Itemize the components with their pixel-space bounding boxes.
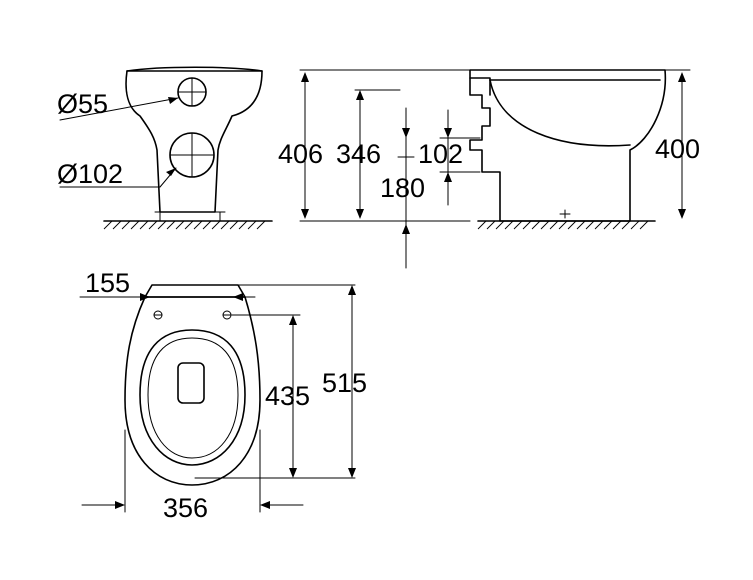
dim-seat-hole-spacing: 155 — [85, 268, 130, 298]
front-bowl-outline — [125, 70, 263, 213]
floor-hatch-line — [238, 220, 248, 230]
dim-total-height: 406 — [278, 139, 323, 169]
dim-outlet-diameter: Ø55 — [57, 89, 108, 119]
floor-hatch-line — [130, 220, 140, 230]
floor-hatch-line — [157, 220, 167, 230]
floor-hatch-line — [486, 220, 496, 230]
seat-hole-left — [153, 310, 163, 320]
floor-hatch-line — [229, 220, 239, 230]
floor-hatch-line — [513, 220, 523, 230]
floor-hatch-line — [549, 220, 559, 230]
floor-hatch-line — [139, 220, 149, 230]
floor-hatch-line — [184, 220, 194, 230]
dim-total-length: 515 — [322, 368, 367, 398]
floor-hatch-line — [567, 220, 577, 230]
floor-hatch-line — [585, 220, 595, 230]
floor-hatch-line — [621, 220, 631, 230]
floor-hatch-line — [639, 220, 649, 230]
seat-hole-right — [222, 310, 232, 320]
floor-hatch-line — [112, 220, 122, 230]
floor-hatch-line — [211, 220, 221, 230]
floor-hatch-line — [540, 220, 550, 230]
floor-hatch-line — [603, 220, 613, 230]
top-view: 155 435 515 356 — [79, 268, 367, 523]
floor-hatch-line — [202, 220, 212, 230]
floor-hatch-line — [558, 220, 568, 230]
floor-hatch-line — [193, 220, 203, 230]
side-view: 406 346 180 102 400 — [278, 69, 700, 269]
dim-drain-diameter: Ø102 — [57, 159, 123, 189]
floor-hatch-line — [522, 220, 532, 230]
floor-hatch-line — [495, 220, 505, 230]
dim-total-width: 356 — [163, 493, 208, 523]
floor-hatch-line — [504, 220, 514, 230]
floor-hatch-line — [531, 220, 541, 230]
floor-hatch-line — [477, 220, 487, 230]
floor-hatch-line — [576, 220, 586, 230]
dim-rim-height: 400 — [655, 134, 700, 164]
front-floor-hatch — [103, 220, 273, 230]
floor-hatch-line — [612, 220, 622, 230]
dim-outlet-spacing: 102 — [418, 139, 463, 169]
floor-hatch-line — [247, 220, 257, 230]
dim-seat-hole-depth: 435 — [265, 381, 310, 411]
floor-hatch-line — [121, 220, 131, 230]
floor-hatch-line — [166, 220, 176, 230]
floor-hatch-line — [103, 220, 113, 230]
floor-hatch-line — [594, 220, 604, 230]
floor-hatch-line — [148, 220, 158, 230]
dim-outlet-height: 346 — [336, 139, 381, 169]
side-bowl-outline — [469, 69, 667, 222]
floor-hatch-line — [175, 220, 185, 230]
top-bowl-outline — [124, 296, 261, 486]
floor-hatch-line — [630, 220, 640, 230]
floor-hatch-line — [220, 220, 230, 230]
floor-hatch-line — [256, 220, 266, 230]
dim-drain-height: 180 — [380, 173, 425, 203]
front-view: Ø55 Ø102 — [57, 66, 273, 230]
